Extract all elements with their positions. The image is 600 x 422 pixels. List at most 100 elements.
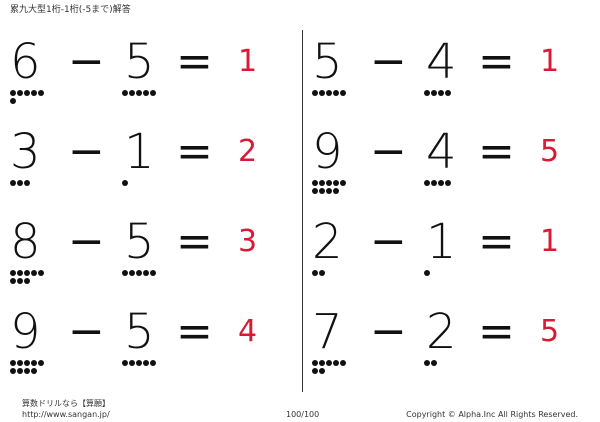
minus-sign: − [370,126,407,177]
answer: 4 [238,314,258,349]
subtrahend: 4 [426,124,457,180]
counting-dot [24,90,30,96]
subtrahend: 5 [124,34,155,90]
counting-dot [24,270,30,276]
counting-dot [333,90,339,96]
counting-dot [31,90,37,96]
counting-dot [326,188,332,194]
counting-dot [38,270,44,276]
counting-dot [326,90,332,96]
counting-dot [333,360,339,366]
equals-sign: = [176,216,213,267]
subtrahend-dots [424,180,484,210]
counting-dot [129,270,135,276]
problem-6: 2−1=1 [310,218,590,298]
counting-dot [122,360,128,366]
problem-8: 7−2=5 [310,308,590,388]
answer: 1 [540,44,560,79]
subtrahend: 1 [426,214,457,270]
minus-sign: − [68,216,105,267]
minuend: 7 [312,304,343,360]
counting-dot [143,90,149,96]
minuend-dots [312,360,372,390]
subtrahend-dots [424,90,484,120]
answer: 5 [540,314,560,349]
footer-url[interactable]: http://www.sangan.jp/ [22,410,110,419]
counting-dot [319,188,325,194]
counting-dot [31,368,37,374]
counting-dot [143,360,149,366]
counting-dot [312,360,318,366]
subtrahend: 1 [124,124,155,180]
equals-sign: = [176,306,213,357]
counting-dot [340,180,346,186]
counting-dot [150,360,156,366]
counting-dot [319,90,325,96]
equals-sign: = [176,36,213,87]
subtrahend-dots [424,360,484,390]
minuend: 5 [312,34,343,90]
counting-dot [31,270,37,276]
subtrahend: 5 [124,214,155,270]
counting-dot [24,180,30,186]
counting-dot [24,360,30,366]
subtrahend-dots [122,270,182,300]
minuend: 9 [312,124,343,180]
answer: 1 [238,44,258,79]
counting-dot [319,368,325,374]
counting-dot [312,90,318,96]
equals-sign: = [478,126,515,177]
counting-dot [431,90,437,96]
counting-dot [312,270,318,276]
minuend-dots [10,360,70,390]
counting-dot [150,90,156,96]
counting-dot [10,98,16,104]
counting-dot [38,360,44,366]
counting-dot [122,180,128,186]
counting-dot [24,278,30,284]
counting-dot [438,90,444,96]
counting-dot [424,180,430,186]
problem-5: 8−5=3 [8,218,288,298]
answer: 2 [238,134,258,169]
counting-dot [143,270,149,276]
counting-dot [17,360,23,366]
minuend-dots [10,90,70,120]
subtrahend: 4 [426,34,457,90]
counting-dot [129,360,135,366]
counting-dot [10,270,16,276]
counting-dot [312,368,318,374]
counting-dot [312,180,318,186]
equals-sign: = [176,126,213,177]
counting-dot [38,90,44,96]
counting-dot [326,360,332,366]
problem-3: 3−1=2 [8,128,288,208]
minuend-dots [10,180,70,210]
counting-dot [319,360,325,366]
minuend: 8 [10,214,41,270]
counting-dot [445,180,451,186]
counting-dot [136,90,142,96]
counting-dot [319,270,325,276]
subtrahend-dots [122,180,182,210]
minuend: 6 [10,34,41,90]
counting-dot [340,90,346,96]
minuend: 9 [10,304,41,360]
counting-dot [10,180,16,186]
subtrahend-dots [424,270,484,300]
footer-site-name: 算数ドリルなら【算願】 [22,399,110,408]
counting-dot [431,360,437,366]
minus-sign: − [370,36,407,87]
counting-dot [326,180,332,186]
counting-dot [136,270,142,276]
minus-sign: − [68,36,105,87]
answer: 5 [540,134,560,169]
counting-dot [150,270,156,276]
problem-1: 6−5=1 [8,38,288,118]
counting-dot [312,188,318,194]
counting-dot [424,360,430,366]
minus-sign: − [370,216,407,267]
counting-dot [10,90,16,96]
answer: 1 [540,224,560,259]
